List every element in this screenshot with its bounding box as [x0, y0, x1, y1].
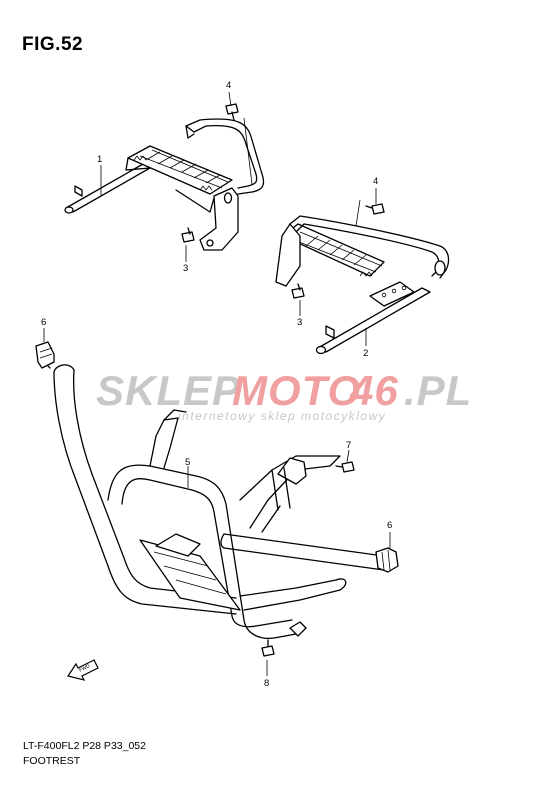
- figure-code: LT-F400FL2 P28 P33_052: [23, 740, 146, 752]
- callout-8: 8: [264, 678, 269, 689]
- bolt-4a: [225, 103, 239, 121]
- bolt-8: [261, 639, 275, 657]
- callout-3a: 3: [183, 263, 188, 274]
- callout-6b: 6: [387, 520, 392, 531]
- fwd-label: FWD: [78, 663, 91, 674]
- callout-2: 2: [363, 348, 368, 359]
- figure-name: FOOTREST: [23, 755, 81, 767]
- bolt-7: [335, 461, 355, 473]
- part-2-right-footrest: [275, 215, 450, 355]
- bolt-3a: [181, 227, 195, 243]
- bolt-3b: [291, 283, 305, 299]
- cap-6b: [375, 547, 399, 573]
- watermark-brand-red: MOTO: [232, 367, 361, 414]
- callout-1: 1: [97, 154, 102, 165]
- callout-6a: 6: [41, 317, 46, 328]
- part-5-frame: [43, 355, 390, 640]
- part-1-left-footrest: [64, 118, 265, 251]
- watermark-brand-gray: SKLEP: [96, 367, 241, 414]
- watermark: SKLEP MOTO 46 .PL internetowy sklep moto…: [96, 367, 472, 423]
- fwd-arrow: FWD: [67, 659, 99, 681]
- bolt-4b: [365, 203, 385, 215]
- cap-6a: [35, 341, 55, 369]
- callout-7: 7: [346, 440, 351, 451]
- callout-4a: 4: [226, 80, 231, 91]
- figure-title: FIG.52: [22, 34, 84, 55]
- callout-5: 5: [185, 457, 190, 468]
- leader-lines: [43, 91, 391, 676]
- watermark-brand-number: 46: [349, 367, 399, 414]
- callout-3b: 3: [297, 317, 302, 328]
- watermark-tagline: internetowy sklep motocyklowy: [178, 409, 386, 423]
- callout-4b: 4: [373, 176, 378, 187]
- watermark-brand-suffix: .PL: [404, 367, 472, 414]
- callout-labels: 1 2 3 3 4 4 5 6 6 7 8: [41, 80, 392, 689]
